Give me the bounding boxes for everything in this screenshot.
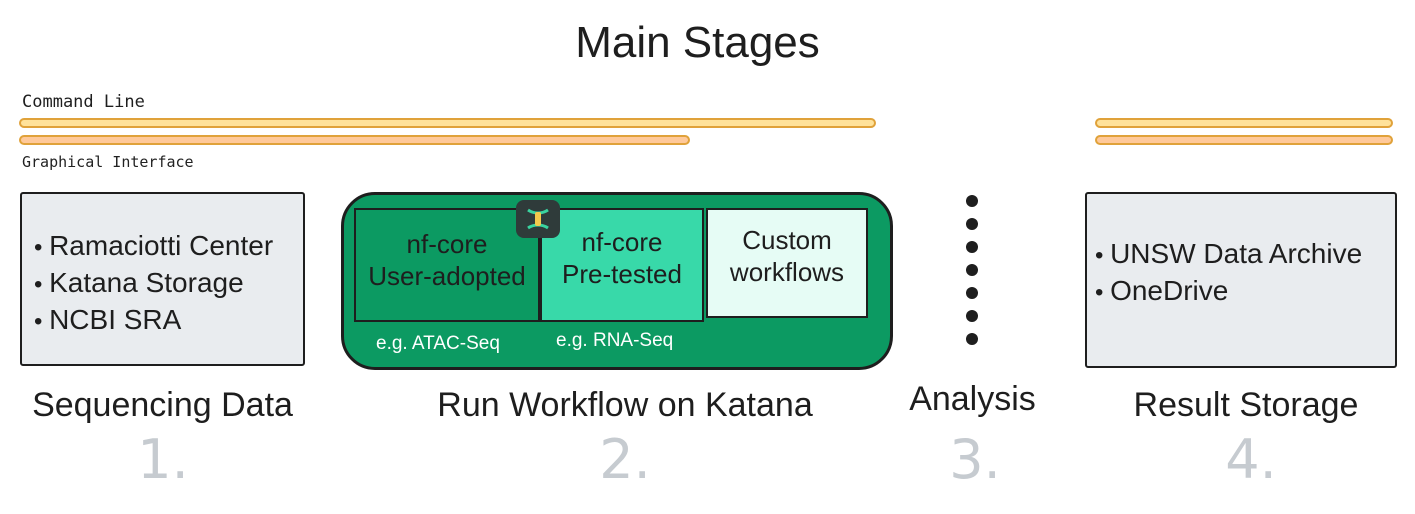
pre-tested-line2: Pre-tested xyxy=(562,259,682,289)
ellipsis-dot xyxy=(966,287,978,299)
stage-number-3: 3. xyxy=(949,428,1001,491)
graphical-interface-label: Graphical Interface xyxy=(22,153,194,171)
ellipsis-dot xyxy=(966,218,978,230)
pre-tested-line1: nf-core xyxy=(581,227,663,257)
command-line-label: Command Line xyxy=(22,92,145,112)
list-item: Katana Storage xyxy=(34,265,303,302)
ellipsis-dot xyxy=(966,333,978,345)
ellipsis-dot xyxy=(966,264,978,276)
custom-workflows-box: Custom workflows xyxy=(706,208,868,318)
ellipsis-dot xyxy=(966,310,978,322)
custom-line2: workflows xyxy=(729,257,845,287)
command-line-bar-stages-1-3 xyxy=(19,118,876,128)
ellipsis-dot xyxy=(966,241,978,253)
result-storage-list: UNSW Data Archive OneDrive xyxy=(1087,194,1395,310)
user-adopted-line1: nf-core xyxy=(406,229,488,259)
result-storage-box: UNSW Data Archive OneDrive xyxy=(1085,192,1397,368)
stage-label-analysis: Analysis xyxy=(909,380,1036,418)
stage-label-sequencing-data: Sequencing Data xyxy=(32,386,293,424)
list-item: NCBI SRA xyxy=(34,302,303,339)
ellipsis-dot xyxy=(966,195,978,207)
nf-core-pre-tested-box: nf-core Pre-tested xyxy=(540,208,704,322)
page-title: Main Stages xyxy=(575,18,820,67)
user-adopted-line2: User-adopted xyxy=(368,261,526,291)
stage-number-2: 2. xyxy=(599,428,651,491)
stage-label-result-storage: Result Storage xyxy=(1133,386,1359,424)
nf-core-user-adopted-box: nf-core User-adopted xyxy=(354,208,540,322)
example-rna-seq: e.g. RNA-Seq xyxy=(556,330,674,351)
graphical-interface-bar-stage-4 xyxy=(1095,135,1393,145)
command-line-bar-stage-4 xyxy=(1095,118,1393,128)
custom-line1: Custom xyxy=(742,225,832,255)
stage-number-1: 1. xyxy=(137,428,189,491)
stage-number-4: 4. xyxy=(1225,428,1277,491)
graphical-interface-bar-stages-1-2 xyxy=(19,135,690,145)
sequencing-data-list: Ramaciotti Center Katana Storage NCBI SR… xyxy=(22,194,303,339)
sequencing-data-box: Ramaciotti Center Katana Storage NCBI SR… xyxy=(20,192,305,366)
example-atac-seq: e.g. ATAC-Seq xyxy=(376,333,500,354)
list-item: OneDrive xyxy=(1095,273,1395,310)
nextflow-icon xyxy=(516,200,560,238)
stage-label-run-workflow: Run Workflow on Katana xyxy=(437,386,813,424)
list-item: UNSW Data Archive xyxy=(1095,236,1395,273)
list-item: Ramaciotti Center xyxy=(34,228,303,265)
